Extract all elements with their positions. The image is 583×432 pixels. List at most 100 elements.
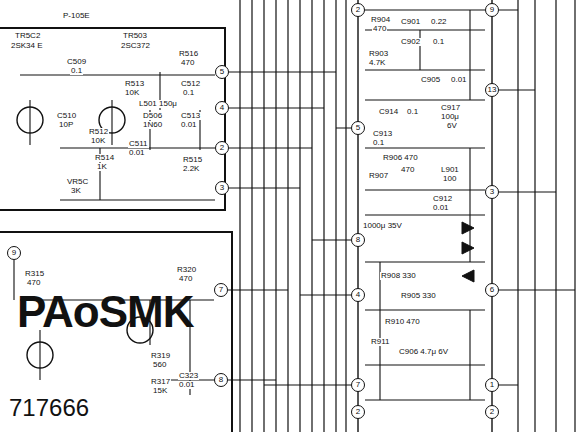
part-label: 470 [26,279,41,287]
part-label: 1N60 [142,121,163,129]
terminal-circle: 1 [485,378,499,392]
part-label: 0.01 [128,149,146,157]
part-label: 1000μ 35V [362,222,403,230]
part-label: R516 [178,50,199,58]
part-label: 0.22 [430,18,448,26]
terminal-number: 7 [356,381,360,389]
terminal-circle: 9 [485,3,499,17]
part-label: 0.1 [70,67,83,75]
terminal-number: 1 [490,381,494,389]
terminal-number: 4 [356,291,360,299]
terminal-number: 8 [356,236,360,244]
part-label: R512 [88,128,109,136]
terminal-circle: 2 [485,405,499,419]
part-label: 560 [152,361,167,369]
circuit-wires [14,72,215,395]
bus-wires [240,0,575,432]
part-label: 10K [124,89,140,97]
terminal-number: 8 [219,376,223,384]
part-label: R317 [150,378,171,386]
terminal-number: 5 [220,68,224,76]
terminal-circle: 8 [214,373,228,387]
terminal-number: 3 [490,188,494,196]
terminal-number: 7 [219,286,223,294]
terminal-number: 2 [490,408,494,416]
part-label: C913 [372,130,393,138]
part-label: R908 330 [380,272,417,280]
part-label: R906 470 [382,154,419,162]
terminal-number: 5 [356,124,360,132]
part-label: 0.01 [180,121,198,129]
part-label: R319 [150,352,171,360]
terminal-number: 2 [356,6,360,14]
part-label: R910 470 [384,318,421,326]
board-outline [0,28,232,432]
terminal-number: 4 [220,104,224,112]
terminal-number: 3 [220,184,224,192]
part-label: C510 [56,112,77,120]
terminal-circle: 13 [485,83,499,97]
part-label: R905 330 [400,292,437,300]
terminal-circle: 2 [351,405,365,419]
part-label: C917 [440,104,461,112]
terminal-circle: 3 [215,181,229,195]
part-label: C901 [400,18,421,26]
part-label: R903 [368,50,389,58]
part-label: 0.01 [178,381,196,389]
part-label: C905 [420,76,441,84]
part-label: R513 [124,80,145,88]
terminal-circle: 6 [485,283,499,297]
part-label: R907 [368,172,389,180]
part-label: 10P [58,121,74,129]
part-label: C906 4.7μ 6V [398,348,449,356]
terminal-circle: 7 [351,378,365,392]
terminal-circle: 3 [485,185,499,199]
terminal-circle: 2 [215,141,229,155]
part-label: TR503 [122,32,148,40]
part-label: 6V [446,122,458,130]
part-label: L501 150μ [138,100,178,108]
terminal-number: 2 [356,408,360,416]
board-circuit [365,10,485,400]
part-label: 470 [180,59,195,67]
part-label: 1K [96,163,108,171]
watermark: PAoSMK [16,290,195,334]
part-label: C511 [128,140,149,148]
part-label: C912 [432,195,453,203]
board-frame [358,0,492,432]
part-label: 15K [152,387,168,395]
part-label: C902 [400,38,421,46]
part-label: 4.7K [368,59,386,67]
part-label: L901 [440,166,460,174]
part-label: 2.2K [182,165,200,173]
transistor-symbol [17,107,43,133]
part-label: 470 [178,275,193,283]
part-label: 100 [442,175,457,183]
part-label: R904 [370,16,391,24]
part-label: 3K [70,187,82,195]
part-label: 2SK34 E [10,42,44,50]
terminal-circle: 8 [351,233,365,247]
part-label: 0.01 [450,76,468,84]
terminal-circle: 2 [351,3,365,17]
part-label: C323 [178,372,199,380]
terminal-number: 6 [490,286,494,294]
part-label: 470 [372,25,387,33]
part-label: C512 [180,80,201,88]
part-label: 2SC372 [120,42,151,50]
terminal-circle: 5 [351,121,365,135]
part-label: 0.1 [406,108,419,116]
transistor-symbol [27,342,53,368]
part-label: R320 [176,266,197,274]
part-label: C509 [66,58,87,66]
part-label: 10K [90,137,106,145]
part-label: C513 [180,112,201,120]
diode-symbol [462,222,474,282]
terminal-circle: 7 [214,283,228,297]
part-label: 470 [400,166,415,174]
part-label: 0.01 [432,204,450,212]
part-label: 0.1 [372,139,385,147]
part-label: R515 [182,156,203,164]
